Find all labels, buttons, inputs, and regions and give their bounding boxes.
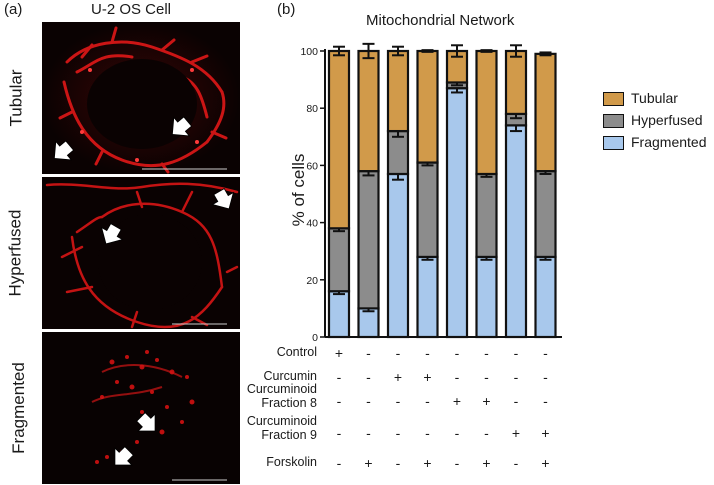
chart-title: Mitochondrial Network	[366, 12, 515, 29]
bar-tubular-8	[534, 52, 557, 173]
panel-b-letter: (b)	[277, 1, 296, 18]
bar-fragmented-8	[534, 255, 557, 339]
treatment-sign: +	[334, 345, 344, 361]
bar-hyperfused-6	[475, 172, 498, 259]
treatment-sign: -	[513, 393, 519, 409]
treatment-sign: -	[513, 345, 519, 361]
y-tick-label: 80	[306, 103, 318, 115]
bar-hyperfused-2	[357, 170, 380, 310]
treatment-sign: +	[452, 393, 462, 409]
bar-tubular-2	[357, 49, 380, 173]
y-tick-label: 20	[306, 275, 318, 287]
legend-swatch-fragmented	[603, 136, 624, 150]
y-tick-label: 40	[306, 218, 318, 230]
bar-tubular-7	[504, 49, 528, 116]
legend-label-hyperfused: Hyperfused	[631, 112, 703, 128]
treatment-sign: +	[423, 455, 432, 471]
y-tick-label: 0	[312, 332, 318, 344]
treatment-sign: +	[511, 425, 521, 441]
treatment-label-line: Fraction 9	[261, 428, 317, 442]
micrograph-fragmented	[42, 332, 240, 484]
bar-tubular-6	[475, 49, 498, 176]
bar-fragmented-4	[416, 255, 439, 339]
bar-hyperfused-1	[327, 227, 351, 293]
treatment-sign: -	[336, 455, 342, 471]
treatment-sign: -	[395, 455, 401, 471]
legend-label-fragmented: Fragmented	[631, 134, 707, 150]
bar-fragmented-2	[357, 307, 380, 339]
treatment-sign: -	[336, 369, 342, 385]
treatment-sign: -	[366, 393, 371, 409]
treatment-sign: -	[425, 345, 430, 361]
treatment-sign: -	[543, 345, 548, 361]
micrograph-tubular-image	[42, 22, 240, 174]
treatment-sign: -	[454, 455, 460, 471]
treatment-sign: -	[484, 345, 489, 361]
treatment-sign: -	[366, 369, 371, 385]
bar-hyperfused-8	[534, 170, 557, 259]
treatment-sign: -	[454, 369, 460, 385]
treatment-sign: -	[484, 425, 489, 441]
treatment-label-line: Fraction 8	[261, 396, 317, 410]
panel-a-letter: (a)	[4, 1, 23, 18]
treatment-sign: +	[364, 455, 373, 471]
treatment-sign: -	[543, 369, 548, 385]
treatment-label-line: Curcumin	[263, 369, 318, 383]
y-axis-label: % of cells	[289, 154, 308, 227]
y-tick-label: 60	[306, 160, 318, 172]
bar-hyperfused-4	[416, 161, 439, 259]
treatment-sign: -	[336, 425, 342, 441]
bar-tubular-1	[327, 49, 351, 230]
treatment-label: Forskolin	[266, 455, 317, 469]
treatment-sign: +	[541, 455, 550, 471]
treatment-sign: +	[541, 425, 550, 441]
treatment-sign: -	[366, 345, 371, 361]
treatment-label-line: Control	[276, 345, 317, 359]
micrograph-fragmented-image	[42, 332, 240, 484]
treatment-sign: -	[484, 369, 489, 385]
bar-fragmented-6	[475, 255, 498, 339]
treatment-sign: -	[395, 393, 401, 409]
treatment-sign: +	[482, 393, 491, 409]
treatment-sign: +	[393, 369, 403, 385]
micrograph-tubular	[42, 22, 240, 174]
treatment-label: Curcumin	[264, 369, 318, 383]
treatment-sign: -	[366, 425, 371, 441]
bar-tubular-3	[386, 49, 410, 133]
treatment-label-line: Curcuminoid	[246, 382, 317, 396]
treatment-sign: -	[395, 425, 401, 441]
treatment-sign: -	[454, 425, 460, 441]
bar-fragmented-3	[386, 172, 410, 339]
panel-a-title: U-2 OS Cell	[91, 1, 172, 18]
bar-tubular-4	[416, 49, 439, 164]
treatment-label: Control	[277, 345, 317, 359]
treatment-sign: -	[395, 345, 401, 361]
treatment-sign: -	[513, 455, 519, 471]
treatment-label-line: Curcuminoid	[246, 414, 317, 428]
treatment-sign: -	[454, 345, 460, 361]
micrograph-hyperfused	[42, 177, 240, 329]
treatment-sign: -	[425, 393, 430, 409]
treatment-sign: -	[543, 393, 548, 409]
treatment-sign: -	[425, 425, 430, 441]
micrograph-hyperfused-image	[42, 177, 240, 329]
y-tick-label: 100	[300, 46, 318, 58]
treatment-sign: +	[482, 455, 491, 471]
bar-fragmented-5	[445, 87, 469, 339]
treatment-sign: -	[336, 393, 342, 409]
legend-label-tubular: Tubular	[631, 90, 678, 106]
treatment-sign: +	[423, 369, 432, 385]
treatment-sign: -	[513, 369, 519, 385]
treatment-label-line: Forskolin	[266, 455, 317, 469]
legend-swatch-tubular	[603, 92, 624, 106]
legend-swatch-hyperfused	[603, 114, 624, 128]
bar-fragmented-1	[327, 290, 351, 339]
bar-fragmented-7	[504, 124, 528, 339]
